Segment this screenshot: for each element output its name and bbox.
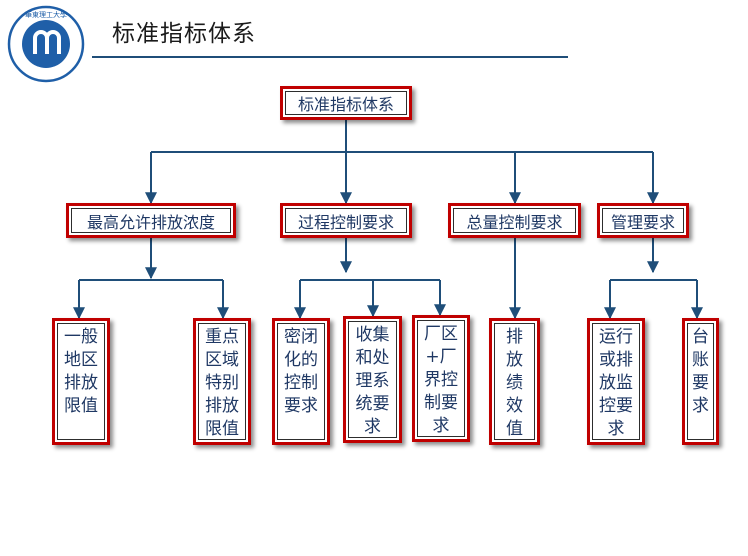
root-node: 标准指标体系 bbox=[280, 86, 412, 120]
leaf-label: 密闭 化的 控制 要求 bbox=[284, 327, 318, 416]
leaf-ledger-requirement: 台 账 要 求 bbox=[682, 318, 719, 445]
category-management: 管理要求 bbox=[597, 203, 689, 238]
leaf-key-region-limit: 重点 区域 特别 排放 限值 bbox=[193, 318, 251, 445]
leaf-enclosure-control: 密闭 化的 控制 要求 bbox=[272, 318, 330, 445]
category-label: 过程控制要求 bbox=[297, 212, 394, 232]
page-title: 标准指标体系 bbox=[112, 21, 256, 47]
category-label: 最高允许排放浓度 bbox=[86, 212, 215, 232]
leaf-label: 运行 或排 放监 控要 求 bbox=[599, 327, 633, 439]
leaf-label: 重点 区域 特别 排放 限值 bbox=[205, 327, 239, 439]
university-logo: 華東理工大學 bbox=[7, 5, 85, 83]
category-max-concentration: 最高允许排放浓度 bbox=[66, 203, 236, 238]
leaf-label: 厂区 +厂 界控 制要 求 bbox=[424, 324, 458, 436]
category-label: 管理要求 bbox=[610, 212, 675, 232]
leaf-collection-treatment: 收集 和处 理系 统要 求 bbox=[343, 316, 402, 443]
title-divider bbox=[92, 56, 568, 58]
leaf-general-area-limit: 一般 地区 排放 限值 bbox=[52, 318, 110, 445]
leaf-label: 一般 地区 排放 限值 bbox=[64, 327, 98, 416]
category-total-control: 总量控制要求 bbox=[448, 203, 581, 238]
leaf-operation-monitoring: 运行 或排 放监 控要 求 bbox=[587, 318, 645, 445]
leaf-label: 收集 和处 理系 统要 求 bbox=[355, 325, 390, 437]
leaf-label: 排 放 绩 效 值 bbox=[506, 327, 523, 439]
leaf-label: 台 账 要 求 bbox=[692, 327, 709, 416]
category-process-control: 过程控制要求 bbox=[280, 203, 412, 238]
category-label: 总量控制要求 bbox=[466, 212, 563, 232]
leaf-emission-performance: 排 放 绩 效 值 bbox=[489, 318, 540, 445]
leaf-plant-boundary-control: 厂区 +厂 界控 制要 求 bbox=[412, 315, 470, 442]
root-node-label: 标准指标体系 bbox=[297, 95, 394, 114]
svg-text:華東理工大學: 華東理工大學 bbox=[25, 10, 67, 19]
